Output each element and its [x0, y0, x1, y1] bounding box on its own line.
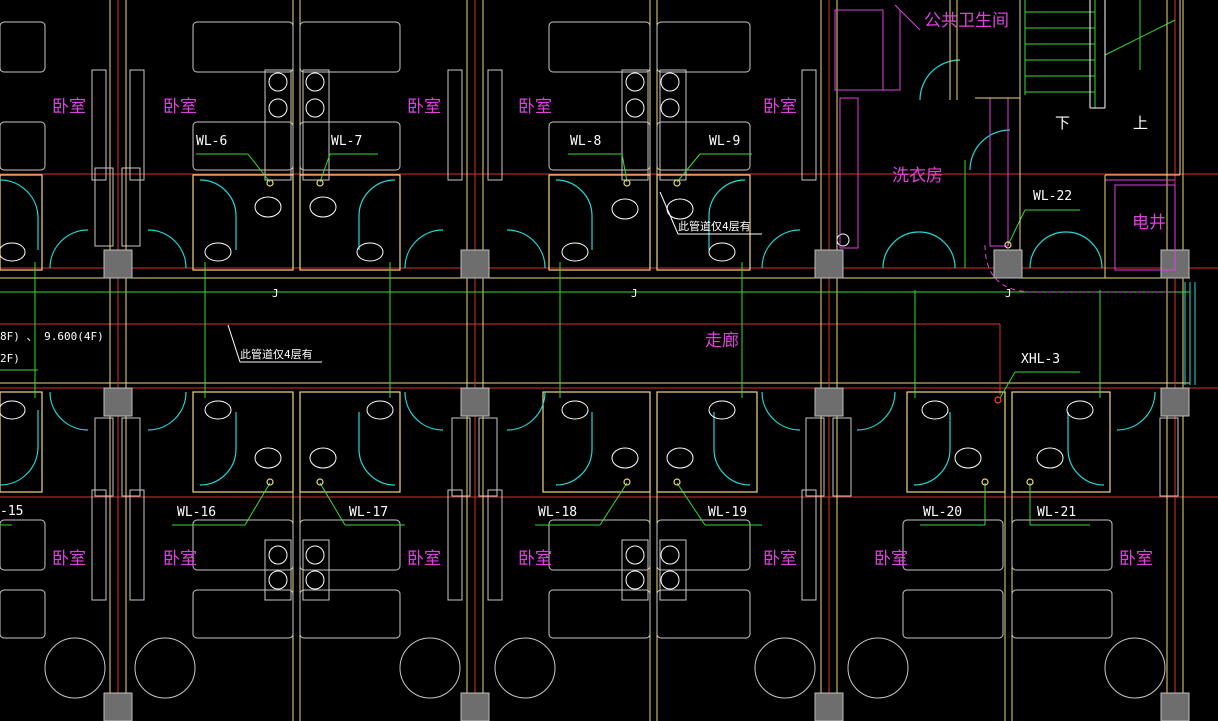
elevation-note: 8F) 、 9.600(4F)	[0, 330, 104, 343]
room-label-bedroom: 卧室	[52, 97, 86, 117]
pipe-tag-wl21[interactable]: WL-21	[1037, 505, 1077, 520]
pipe-marker-j: J	[631, 287, 638, 300]
pipe-marker-j: J	[1005, 287, 1012, 300]
room-label-electrical-shaft: 电井	[1132, 213, 1166, 233]
room-label-bedroom: 卧室	[874, 549, 908, 569]
room-label-bedroom: 卧室	[763, 549, 797, 569]
door-swings	[0, 59, 1156, 486]
elevation-note: 2F)	[0, 352, 20, 365]
pipe-tag-xhl3[interactable]: XHL-3	[1021, 352, 1061, 367]
room-label-bedroom: 卧室	[407, 549, 441, 569]
room-label-bedroom: 卧室	[763, 97, 797, 117]
room-label-corridor: 走廊	[705, 331, 739, 351]
pipe-marker-j: J	[272, 287, 279, 300]
pipe-tag-wl7[interactable]: WL-7	[331, 134, 363, 149]
stair-down-label: 下	[1055, 114, 1071, 132]
room-label-bedroom: 卧室	[163, 549, 197, 569]
pipe-note: 此管道仅4层有	[678, 220, 751, 233]
corridor-walls	[0, 277, 1190, 384]
sanitary-fixtures	[0, 72, 1094, 590]
furniture	[0, 21, 1179, 699]
stair-up-label: 上	[1133, 114, 1149, 132]
pipe-nodes	[266, 179, 1034, 486]
pipe-lines	[0, 0, 1190, 526]
pipe-tag-wl6[interactable]: WL-6	[196, 134, 228, 149]
room-label-bedroom: 卧室	[52, 549, 86, 569]
pipe-note: 此管道仅4层有	[240, 348, 313, 361]
pipe-tag-wl15[interactable]: -15	[0, 504, 24, 519]
room-label-bedroom: 卧室	[518, 97, 552, 117]
room-label-laundry: 洗衣房	[892, 166, 943, 186]
pipe-tag-wl9[interactable]: WL-9	[709, 134, 741, 149]
structural-columns	[103, 249, 1190, 721]
pipe-tag-wl8[interactable]: WL-8	[570, 134, 602, 149]
pipe-tag-wl19[interactable]: WL-19	[708, 505, 748, 520]
pipe-tag-wl18[interactable]: WL-18	[538, 505, 578, 520]
note-leaders	[227, 0, 1106, 363]
room-label-bedroom: 卧室	[407, 97, 441, 117]
bathroom-outlines	[0, 174, 1111, 493]
room-label-bedroom: 卧室	[518, 549, 552, 569]
service-room-outlines	[834, 4, 1176, 293]
pipe-tag-wl22[interactable]: WL-22	[1033, 189, 1073, 204]
room-label-bedroom: 卧室	[163, 97, 197, 117]
pipe-tag-wl17[interactable]: WL-17	[349, 505, 389, 520]
room-label-public-wc: 公共卫生间	[924, 11, 1009, 31]
service-walls	[949, 0, 1181, 278]
room-label-bedroom: 卧室	[1119, 549, 1153, 569]
right-window	[1184, 282, 1196, 385]
pipe-tag-wl20[interactable]: WL-20	[923, 505, 963, 520]
pipe-tag-wl16[interactable]: WL-16	[177, 505, 217, 520]
